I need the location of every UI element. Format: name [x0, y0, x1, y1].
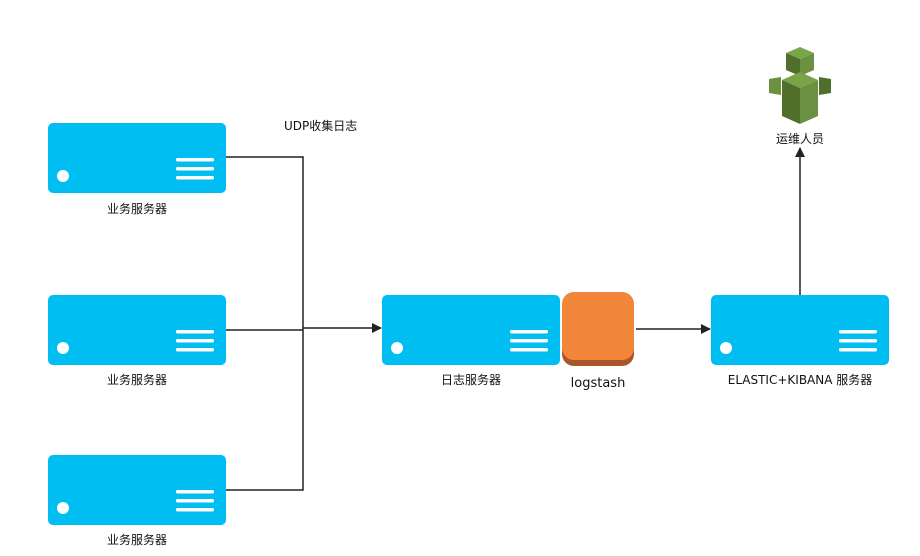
server-icon [711, 295, 889, 365]
business-server-1[interactable]: 业务服务器 [48, 123, 226, 216]
operator-icon [769, 47, 831, 124]
business-server-label: 业务服务器 [107, 201, 167, 216]
business-server-label: 业务服务器 [107, 532, 167, 547]
elk-server-label: ELASTIC+KIBANA 服务器 [728, 372, 873, 387]
logstash-icon [562, 292, 634, 366]
log-server-label: 日志服务器 [441, 372, 501, 387]
server-icon [48, 455, 226, 525]
connector-server1 [226, 156, 304, 330]
logstash-node[interactable]: logstash [562, 292, 634, 391]
business-server-label: 业务服务器 [107, 372, 167, 387]
elk-server[interactable]: ELASTIC+KIBANA 服务器 [711, 295, 889, 387]
connector-server3 [226, 330, 304, 491]
edge-label-udp: UDP收集日志 [284, 118, 357, 133]
operator-node[interactable]: 运维人员 [769, 47, 831, 146]
business-server-3[interactable]: 业务服务器 [48, 455, 226, 547]
server-icon [48, 295, 226, 365]
server-icon [48, 123, 226, 193]
business-server-2[interactable]: 业务服务器 [48, 295, 226, 387]
log-server[interactable]: 日志服务器 [382, 295, 560, 387]
server-icon [382, 295, 560, 365]
connectors [226, 147, 805, 491]
operator-label: 运维人员 [776, 132, 824, 146]
logstash-label: logstash [571, 376, 626, 391]
